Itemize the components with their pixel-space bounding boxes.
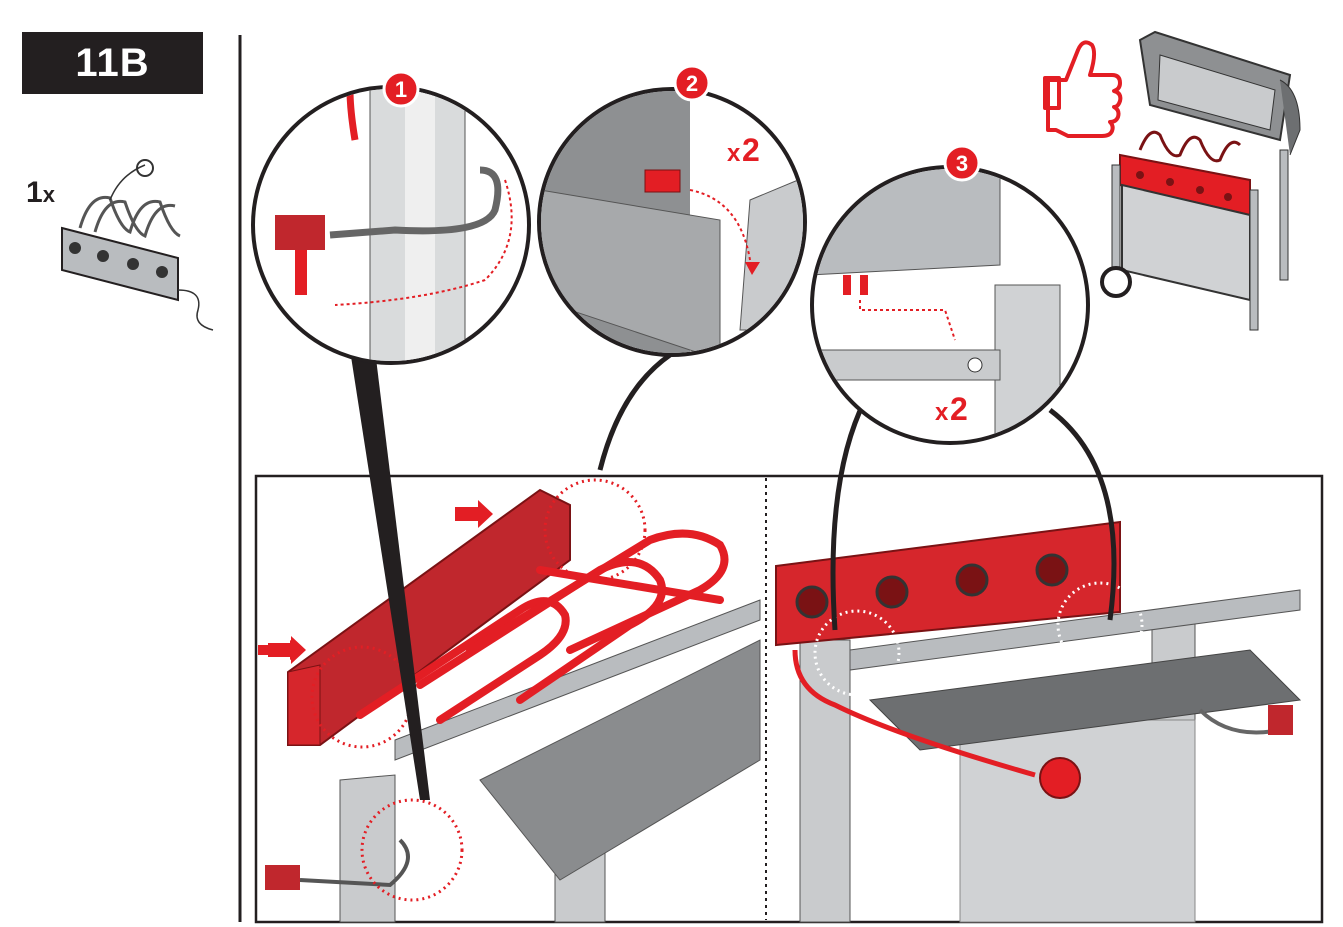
callout-number: 1 [395, 77, 407, 102]
main-view-frame [254, 474, 1324, 924]
quantity-value: 1 [26, 176, 43, 209]
callout-badge-3: 3 [943, 144, 981, 182]
burner-part-thumbnail [61, 159, 214, 331]
quantity-prefix: x [935, 399, 949, 426]
callout-number: 2 [686, 71, 698, 96]
quantity-count: 2 [950, 391, 968, 427]
part-quantity: 1x [26, 176, 55, 210]
detail-circle-3: x 2 [810, 165, 1090, 445]
left-assembly-view [258, 478, 761, 923]
callout-badge-2: 2 [673, 64, 711, 102]
quantity-multiplier: x [42, 182, 55, 207]
grill-overview-thumbnail [1100, 30, 1301, 331]
quantity-count: 2 [742, 132, 760, 168]
detail-circle-1 [251, 85, 531, 365]
callout-pointer [830, 398, 1117, 631]
quantity-prefix: x [727, 140, 741, 167]
callout-number: 3 [956, 151, 968, 176]
callout-pointer [597, 352, 672, 471]
callout-pointer [350, 350, 430, 800]
callout-badge-1: 1 [382, 70, 420, 108]
step-number-badge: 11B [22, 32, 203, 94]
detail-circle-2: x 2 [537, 87, 807, 357]
thumbs-up-icon [1043, 40, 1123, 138]
arrow-icon [455, 507, 480, 521]
right-assembly-view [775, 520, 1302, 923]
